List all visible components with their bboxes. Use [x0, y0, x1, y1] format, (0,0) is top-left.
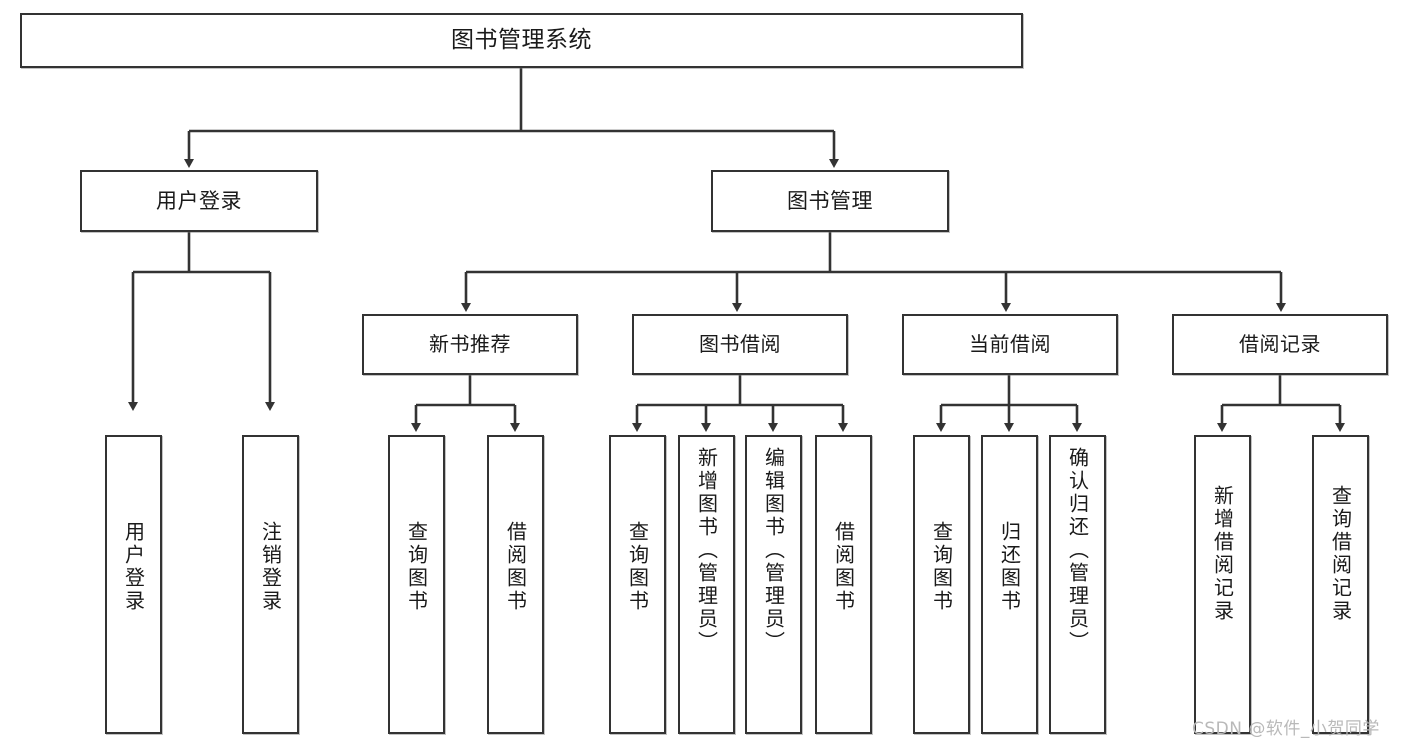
node-label: 查询图书 [625, 521, 650, 613]
node-new-book-recommend[interactable]: 新书推荐 [362, 314, 578, 375]
node-label: 借阅图书 [503, 521, 528, 613]
csdn-watermark: CSDN @软件_小贺同学 [1192, 719, 1380, 739]
leaf-book-borrow-edit-book-admin[interactable]: 编辑图书（管理员） [745, 435, 802, 734]
node-user-login[interactable]: 用户登录 [80, 170, 318, 232]
node-label: 借阅记录 [1239, 331, 1321, 356]
leaf-book-borrow-query-book[interactable]: 查询图书 [609, 435, 666, 734]
leaf-current-borrow-query-book[interactable]: 查询图书 [913, 435, 970, 734]
node-label: 用户登录 [121, 521, 146, 613]
node-label: 查询图书 [929, 521, 954, 613]
node-label: 当前借阅 [969, 331, 1051, 356]
node-label: 新书推荐 [429, 331, 511, 356]
node-label: 编辑图书（管理员） [761, 447, 786, 654]
node-label: 确认归还（管理员） [1065, 447, 1090, 654]
node-label: 查询图书 [404, 521, 429, 613]
leaf-book-borrow-add-book-admin[interactable]: 新增图书（管理员） [678, 435, 735, 734]
node-book-borrow[interactable]: 图书借阅 [632, 314, 848, 375]
node-label: 用户登录 [156, 188, 242, 213]
leaf-borrow-record-query-record[interactable]: 查询借阅记录 [1312, 435, 1369, 734]
node-label: 注销登录 [258, 521, 283, 613]
leaf-current-borrow-confirm-return-admin[interactable]: 确认归还（管理员） [1049, 435, 1106, 734]
leaf-current-borrow-return-book[interactable]: 归还图书 [981, 435, 1038, 734]
node-label: 图书管理 [787, 188, 873, 213]
leaf-borrow-record-add-record[interactable]: 新增借阅记录 [1194, 435, 1251, 734]
leaf-user-login-login[interactable]: 用户登录 [105, 435, 162, 734]
node-label: 借阅图书 [831, 521, 856, 613]
node-borrow-record[interactable]: 借阅记录 [1172, 314, 1388, 375]
node-label: 新增图书（管理员） [694, 447, 719, 654]
node-label: 图书管理系统 [451, 26, 592, 53]
node-label: 归还图书 [997, 521, 1022, 613]
leaf-user-login-logout[interactable]: 注销登录 [242, 435, 299, 734]
node-book-management[interactable]: 图书管理 [711, 170, 949, 232]
node-root-system[interactable]: 图书管理系统 [20, 13, 1023, 68]
leaf-new-book-borrow-book[interactable]: 借阅图书 [487, 435, 544, 734]
node-current-borrow[interactable]: 当前借阅 [902, 314, 1118, 375]
node-label: 新增借阅记录 [1210, 485, 1235, 623]
node-label: 查询借阅记录 [1328, 485, 1353, 623]
node-label: 图书借阅 [699, 331, 781, 356]
leaf-book-borrow-borrow-book[interactable]: 借阅图书 [815, 435, 872, 734]
leaf-new-book-query-book[interactable]: 查询图书 [388, 435, 445, 734]
